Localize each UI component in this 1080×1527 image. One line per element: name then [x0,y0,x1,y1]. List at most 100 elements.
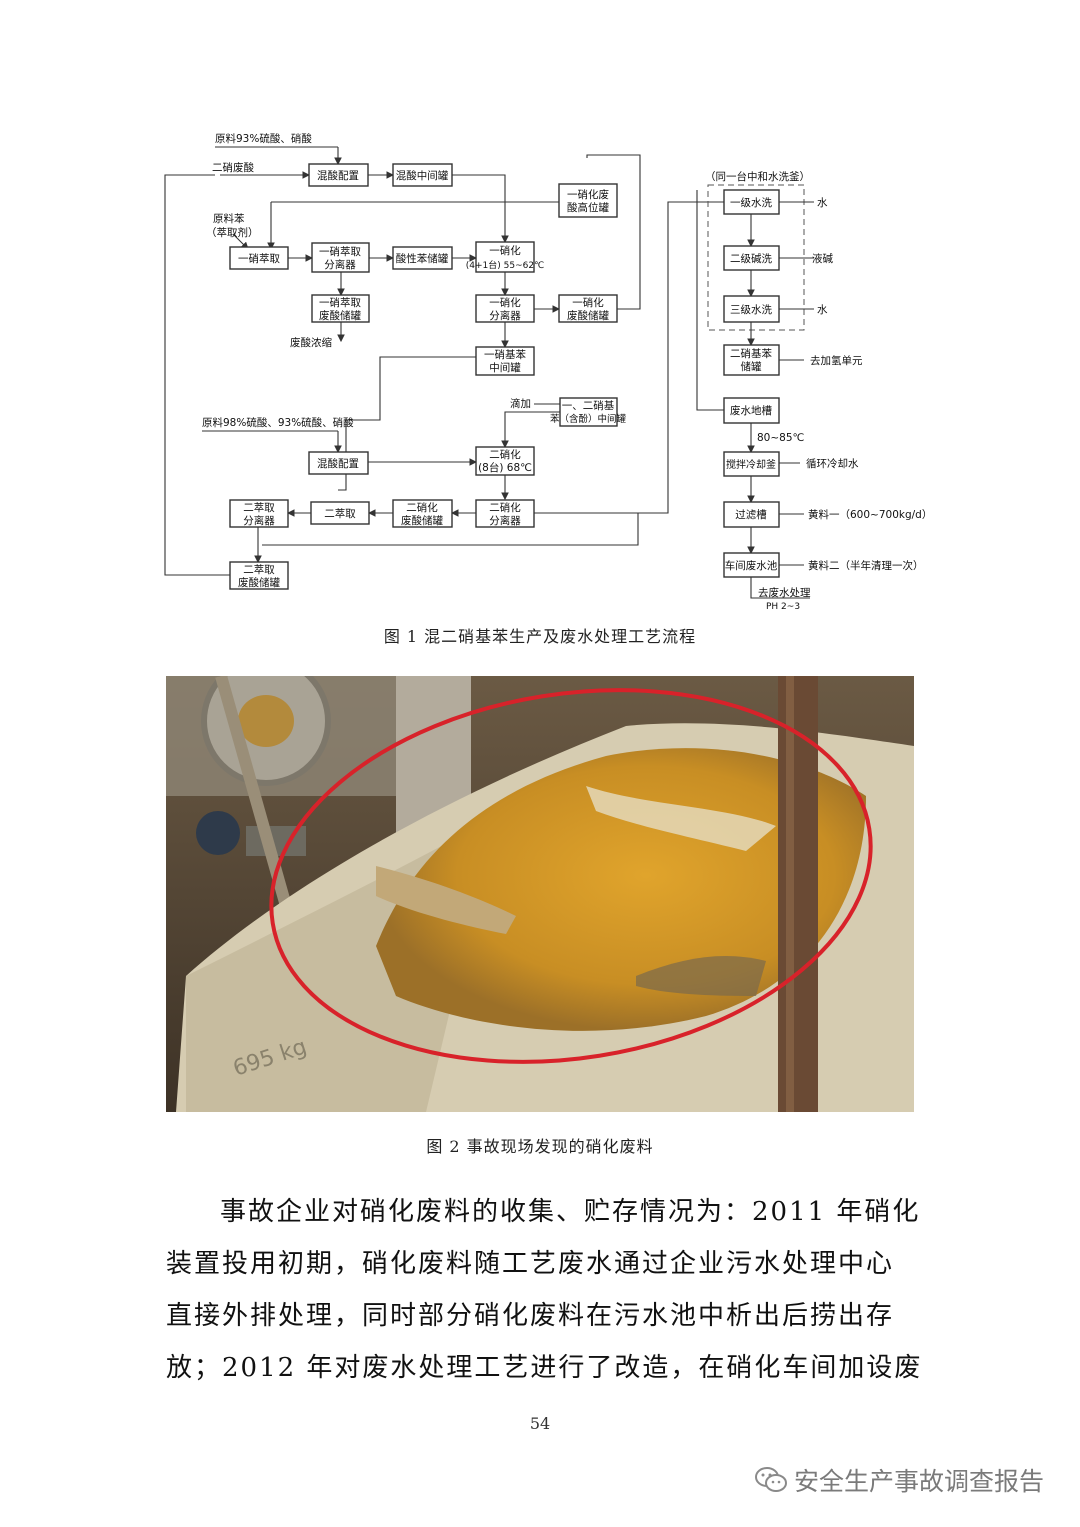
nitration2-box [475,446,535,476]
dnb-mid-box [559,397,618,427]
raw-acid2-label: 原料98%硫酸、93%硫酸、硝酸 [202,416,354,429]
cooling-kettle-box [723,451,780,477]
high-tank-box [558,183,618,218]
sep-nit2-label-1: 二硝化 [489,501,521,514]
wash3-label: 三级水洗 [730,304,772,316]
ph-label: PH 2~3 [766,602,800,612]
lye-label: 液碱 [812,252,833,265]
acid-benzene-tank-label: 酸性苯储罐 [396,252,449,265]
spent-nit2-label-1: 二硝化 [406,501,438,514]
dnb-mid-label-1: 一、二硝基 [562,399,615,412]
raw-benzene-label-1: 原料苯 [213,212,245,225]
waste-photo: 695 kg [166,676,914,1112]
spent-store1-box [311,294,370,323]
wash3-box [723,295,780,323]
wash1-label: 一级水洗 [730,197,772,209]
sep-nit1-label-2: 分离器 [489,309,521,322]
figure2-caption: 图 2 事故现场发现的硝化废料 [426,1137,654,1156]
sep1-label-1: 一硝萃取 [319,245,361,258]
figure1-caption: 图 1 混二硝基苯生产及废水处理工艺流程 [383,627,697,646]
mnb-mid-label-1: 一硝基苯 [484,348,526,361]
spent-acid2-label: 二硝废酸 [212,161,254,174]
ext2-sep-box [229,499,289,528]
ext1-box [229,246,289,270]
mix-acid2-box [308,451,369,475]
ext2-box [310,501,370,525]
trench-label: 废水地槽 [730,404,772,417]
ext2-label: 二萃取 [324,508,356,520]
sep1-box [311,242,370,273]
page-number: 54 [529,1414,551,1433]
sep-nit1-box [475,294,535,323]
acid-concentration-label: 废酸浓缩 [290,336,332,349]
valve [196,811,240,855]
mix-acid-mid-tank-box [392,163,453,187]
dnb-mid-label-2: 苯（含酚）中间罐 [550,413,627,425]
high-tank-label-2: 酸高位罐 [567,201,609,214]
ext2-spent-label-1: 二萃取 [243,564,275,576]
ext2-sep-label-1: 二萃取 [243,502,275,514]
spent-store1-label-2: 废酸储罐 [319,309,361,322]
sep-nit1-label-1: 一硝化 [489,296,521,309]
sep-nit2-label-2: 分离器 [489,514,521,527]
sep-nit2-box [475,499,535,528]
mnb-mid-box [475,346,535,376]
wechat-icon [754,1467,787,1492]
wash1-box [723,189,780,215]
body-paragraph: 事故企业对硝化废料的收集、贮存情况为：2011 年硝化 装置投用初期，硝化废料随… [166,1186,923,1394]
trench-box [723,397,780,424]
sep1-label-2: 分离器 [324,258,356,271]
mix-acid-box [308,163,369,187]
cooling-kettle-label: 搅拌冷却釜 [726,458,776,471]
paragraph-line: 装置投用初期，硝化废料随工艺废水通过企业污水处理中心 [166,1249,895,1279]
raw-benzene-label-2: （萃取剂） [206,226,259,239]
filter-box [723,501,780,528]
dnb-store-label-2: 储罐 [741,360,762,373]
high-tank-label-1: 一硝化废 [567,188,609,201]
ext2-spent-box [229,561,289,590]
spent-store1-label-1: 一硝萃取 [319,296,361,309]
filter-label: 过滤槽 [735,508,767,521]
mnb-mid-label-2: 中间罐 [489,361,521,374]
paragraph-line: 事故企业对硝化废料的收集、贮存情况为：2011 年硝化 [220,1197,921,1227]
red-highlight-circle [269,688,873,1064]
mix-acid-mid-tank-label: 混酸中间罐 [396,169,449,182]
temperature-label: 80~85℃ [757,432,804,444]
pool-box [723,552,780,578]
drop-in-label: 滴加 [510,397,531,410]
paragraph-line: 放；2012 年对废水处理工艺进行了改造，在硝化车间加设废 [166,1353,923,1383]
spent-nit1-label-1: 一硝化 [572,296,604,309]
watermark: 安全生产事故调查报告 [754,1462,1044,1498]
same-kettle-label: （同一台中和水洗釜） [705,170,810,183]
to-hydrogenation-label: 去加氢单元 [810,354,863,367]
process-flowchart: .bx { fill:#fff; stroke:#333; stroke-wid… [164,132,932,612]
cooling-water-label: 循环冷却水 [806,457,859,470]
ext1-label: 一硝萃取 [238,252,280,265]
spent-nit1-box [558,294,618,323]
wooden-pole [778,676,818,1112]
pipe [215,676,292,908]
alkali-wash-box [723,245,780,271]
water1-label: 水 [817,197,828,209]
yellow-material1-label: 黄料一（600~700kg/d） [808,508,932,521]
ext2-sep-label-2: 分离器 [243,514,275,527]
spent-nit2-label-2: 废酸储罐 [401,514,443,527]
spent-nit1-label-2: 废酸储罐 [567,309,609,322]
alkali-wash-label: 二级碱洗 [730,253,772,265]
wooden-scoop [376,866,516,934]
ext2-spent-label-2: 废酸储罐 [238,576,280,589]
pool-label: 车间废水池 [725,559,778,572]
paragraph-line: 直接外排处理，同时部分硝化废料在污水池中析出后捞出存 [166,1301,895,1331]
nitration2-label-1: 二硝化 [489,448,521,461]
spent-nit2-box [392,499,453,528]
nitration1-label-1: 一硝化 [489,244,521,257]
yellow-material2-label: 黄料二（半年清理一次） [808,559,924,572]
to-wastewater-label: 去废水处理 [758,586,811,599]
dnb-store-box [723,344,780,376]
dnb-store-label-1: 二硝基苯 [730,347,772,360]
water3-label: 水 [817,304,828,316]
acid-benzene-tank-box [392,246,453,270]
watermark-text: 安全生产事故调查报告 [793,1467,1044,1496]
nitration2-label-2: (8台) 68℃ [478,461,532,474]
nitration1-label-2: (4+1台) 55~62℃ [466,259,544,271]
